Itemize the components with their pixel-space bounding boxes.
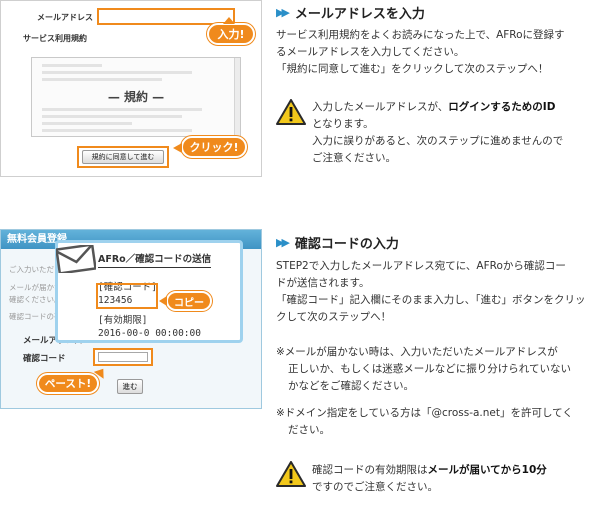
section1-warning: 入力したメールアドレスが、ログインするためのID となります。 入力に誤りがある… — [312, 101, 564, 164]
registration-form-figure: メールアドレス サービス利用規約 — 規約 — 規約に同意して進む 入力! クリ… — [0, 0, 262, 177]
click-callout: クリック! — [181, 136, 247, 158]
section1-title: メールアドレスを入力 — [294, 7, 425, 22]
agree-button-highlight: 規約に同意して進む — [77, 146, 169, 168]
section1-heading: ▶▶ メールアドレスを入力 — [276, 3, 425, 22]
section2-description: STEP2で入力したメールアドレス宛てに、AFRoから確認コー ドが送信されます… — [276, 260, 586, 323]
copy-callout: コピー — [166, 291, 212, 311]
expiry-header: [有効期限] — [98, 315, 148, 326]
agree-button[interactable]: 規約に同意して進む — [82, 150, 164, 164]
email-preview-panel: AFRo／確認コードの送信 [確認コード] 123456 [有効期限] 2016… — [55, 240, 243, 343]
double-arrow-icon: ▶▶ — [276, 6, 290, 19]
terms-title: — 規約 — — [107, 90, 165, 104]
code-input-highlight — [93, 348, 153, 366]
warning-icon — [276, 461, 306, 487]
terms-textarea[interactable]: — 規約 — — [31, 57, 241, 137]
email-label: メールアドレス — [23, 336, 83, 346]
email-input[interactable] — [97, 8, 235, 25]
email-label: メールアドレス — [37, 13, 93, 22]
code-header: [確認コード] — [98, 282, 157, 293]
paste-callout: ペースト! — [37, 373, 99, 394]
expiry-value: 2016-00-0 00:00:00 — [98, 328, 201, 339]
email-subject: AFRo／確認コードの送信 — [98, 251, 212, 268]
next-button[interactable]: 進む — [117, 379, 143, 394]
section2-note-mail: ※メールが届かない時は、入力いただいたメールアドレスが 正しいか、もしくは迷惑メ… — [276, 346, 571, 392]
input-callout: 入力! — [207, 23, 255, 45]
code-value: 123456 — [98, 295, 133, 306]
code-input[interactable] — [98, 352, 148, 362]
section2-heading: ▶▶ 確認コードの入力 — [276, 233, 399, 252]
confirmation-code-figure: 無料会員登録 ご入力いただ メールが届かないと 確認ください。 確認コードの有効… — [0, 229, 262, 409]
double-arrow-icon: ▶▶ — [276, 236, 290, 249]
section2-warning: 確認コードの有効期限はメールが届いてから10分 ですのでご注意ください。 — [312, 464, 547, 493]
section1-description: サービス利用規約をよくお読みになった上で、AFRoに登録す るメールアドレスを入… — [276, 29, 565, 75]
code-label: 確認コード — [23, 354, 66, 364]
section2-title: 確認コードの入力 — [294, 237, 399, 252]
code-highlight — [96, 283, 158, 309]
terms-label: サービス利用規約 — [23, 34, 87, 43]
envelope-icon — [56, 245, 96, 273]
warning-icon — [276, 99, 306, 125]
section2-note-domain: ※ドメイン指定をしている方は「@cross-a.net」を許可してく ださい。 — [276, 407, 573, 436]
terms-scrollbar[interactable] — [234, 58, 240, 136]
